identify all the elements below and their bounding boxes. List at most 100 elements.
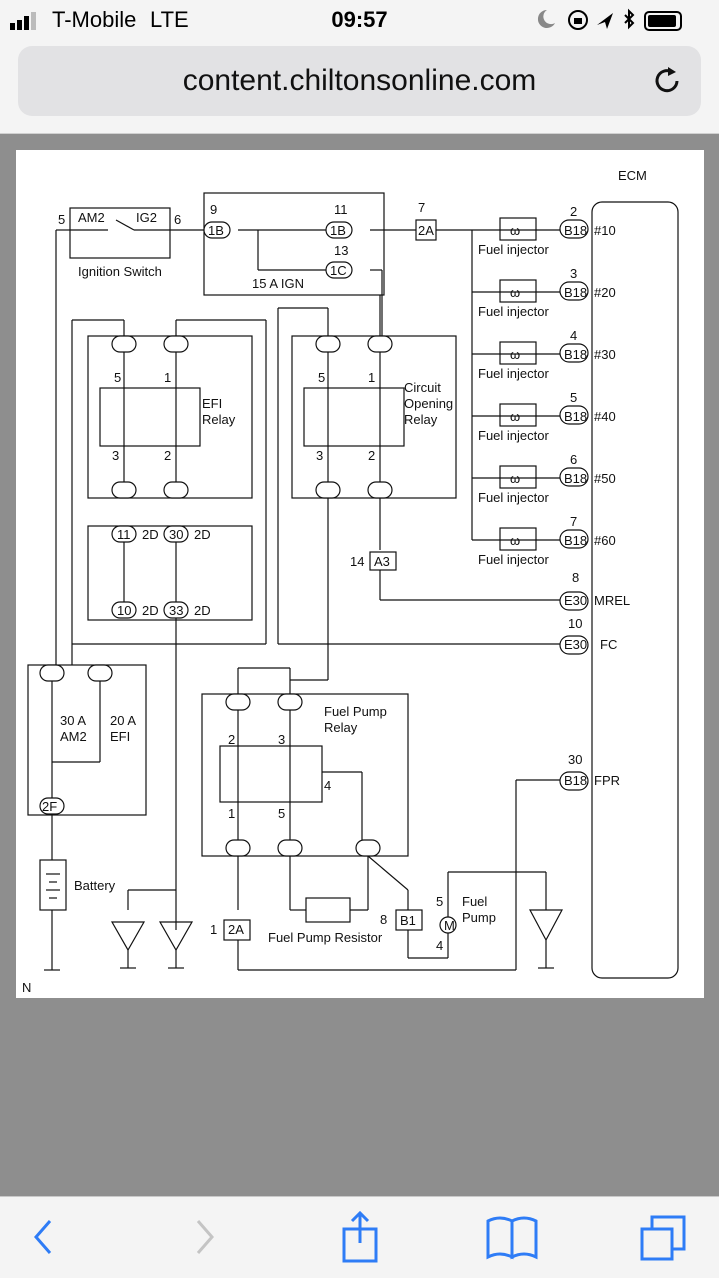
ecm-label: ECM — [618, 168, 647, 183]
svg-text:6: 6 — [174, 212, 181, 227]
injector-coil-icon: ω — [510, 223, 520, 238]
svg-text:11: 11 — [334, 202, 348, 217]
url-text[interactable]: content.chiltonsonline.com — [182, 64, 537, 97]
svg-text:B1: B1 — [400, 913, 416, 928]
lock-rotation-icon — [568, 10, 588, 30]
svg-text:5: 5 — [58, 212, 65, 227]
diagram-svg: ECM AM2 IG2 5 6 Ignition Switch 9 1B 11 … — [22, 168, 679, 995]
battery-symbol — [39, 859, 67, 911]
svg-text:N: N — [22, 980, 31, 995]
svg-text:FPR: FPR — [594, 773, 620, 788]
svg-text:Relay: Relay — [324, 720, 358, 735]
fuel-injector-label: Fuel injector — [478, 428, 549, 443]
svg-text:E30: E30 — [564, 593, 587, 608]
svg-text:13: 13 — [334, 243, 348, 258]
signal-icon — [10, 12, 36, 30]
injector-connector: B18 — [564, 285, 587, 300]
clock: 09:57 — [331, 7, 388, 32]
injector-connector: B18 — [564, 223, 587, 238]
svg-text:2: 2 — [164, 448, 171, 463]
browser-toolbar — [0, 1196, 719, 1278]
reload-icon[interactable] — [650, 64, 684, 98]
bookmarks-icon[interactable] — [482, 1211, 542, 1263]
bluetooth-icon — [624, 8, 635, 30]
svg-text:2: 2 — [228, 732, 235, 747]
svg-text:1B: 1B — [330, 223, 346, 238]
svg-text:30 A: 30 A — [60, 713, 86, 728]
injector-coil-icon: ω — [510, 409, 520, 424]
fuse-block-box — [27, 664, 147, 816]
ecm-terminal: #50 — [594, 471, 616, 486]
injector-pin: 2 — [570, 204, 577, 219]
svg-text:8: 8 — [380, 912, 387, 927]
svg-text:M: M — [444, 918, 455, 933]
injector-pin: 6 — [570, 452, 577, 467]
resistor-label: Fuel Pump Resistor — [268, 930, 383, 945]
svg-text:5: 5 — [436, 894, 443, 909]
svg-text:2D: 2D — [142, 603, 159, 618]
injector-pin: 7 — [570, 514, 577, 529]
status-icons — [537, 8, 682, 31]
svg-text:2A: 2A — [228, 922, 244, 937]
svg-text:3: 3 — [278, 732, 285, 747]
svg-text:2D: 2D — [194, 527, 211, 542]
fuel-injector-label: Fuel injector — [478, 366, 549, 381]
svg-text:1C: 1C — [330, 263, 347, 278]
resistor-box — [305, 897, 351, 923]
svg-text:A3: A3 — [374, 554, 390, 569]
ignition-switch-label: Ignition Switch — [78, 264, 162, 279]
svg-text:30: 30 — [568, 752, 582, 767]
svg-text:FC: FC — [600, 637, 617, 652]
svg-text:5: 5 — [114, 370, 121, 385]
browser-header: content.chiltonsonline.com — [0, 40, 719, 134]
svg-text:1: 1 — [368, 370, 375, 385]
address-bar[interactable]: content.chiltonsonline.com — [18, 46, 701, 116]
junction-box-top — [203, 192, 385, 296]
injector-coil-icon: ω — [510, 347, 520, 362]
share-icon[interactable] — [330, 1211, 390, 1263]
injector-connector: B18 — [564, 533, 587, 548]
fuel-injector-label: Fuel injector — [478, 242, 549, 257]
svg-text:10: 10 — [117, 603, 131, 618]
svg-text:Pump: Pump — [462, 910, 496, 925]
svg-text:10: 10 — [568, 616, 582, 631]
svg-text:1: 1 — [164, 370, 171, 385]
page-content: ECM AM2 IG2 5 6 Ignition Switch 9 1B 11 … — [0, 134, 719, 1196]
forward-icon[interactable] — [174, 1211, 234, 1263]
svg-text:Circuit: Circuit — [404, 380, 441, 395]
injector-connector: B18 — [564, 347, 587, 362]
location-icon — [597, 13, 613, 29]
svg-text:B18: B18 — [564, 773, 587, 788]
ecm-terminal: #60 — [594, 533, 616, 548]
svg-text:2F: 2F — [42, 799, 57, 814]
injector-pin: 5 — [570, 390, 577, 405]
ecm-terminal: #20 — [594, 285, 616, 300]
injector-connector: B18 — [564, 471, 587, 486]
svg-text:14: 14 — [350, 554, 364, 569]
svg-text:3: 3 — [112, 448, 119, 463]
svg-text:33: 33 — [169, 603, 183, 618]
svg-text:EFI: EFI — [202, 396, 222, 411]
svg-text:5: 5 — [318, 370, 325, 385]
svg-text:1: 1 — [228, 806, 235, 821]
tabs-icon[interactable] — [634, 1211, 694, 1263]
svg-text:Opening: Opening — [404, 396, 453, 411]
fuel-injector-label: Fuel injector — [478, 304, 549, 319]
svg-text:1: 1 — [210, 922, 217, 937]
svg-text:2D: 2D — [142, 527, 159, 542]
injector-pin: 3 — [570, 266, 577, 281]
back-icon[interactable] — [14, 1211, 74, 1263]
svg-text:Fuel: Fuel — [462, 894, 487, 909]
svg-text:MREL: MREL — [594, 593, 630, 608]
fuse-15a-label: 15 A IGN — [252, 276, 304, 291]
network-type: LTE — [150, 7, 189, 32]
ecm-box — [591, 201, 679, 979]
svg-text:1B: 1B — [208, 223, 224, 238]
injector-coil-icon: ω — [510, 471, 520, 486]
svg-text:11: 11 — [117, 527, 131, 542]
fuel-injector-label: Fuel injector — [478, 552, 549, 567]
svg-text:2A: 2A — [418, 223, 434, 238]
injector-coil-icon: ω — [510, 285, 520, 300]
svg-text:8: 8 — [572, 570, 579, 585]
svg-text:AM2: AM2 — [78, 210, 105, 225]
